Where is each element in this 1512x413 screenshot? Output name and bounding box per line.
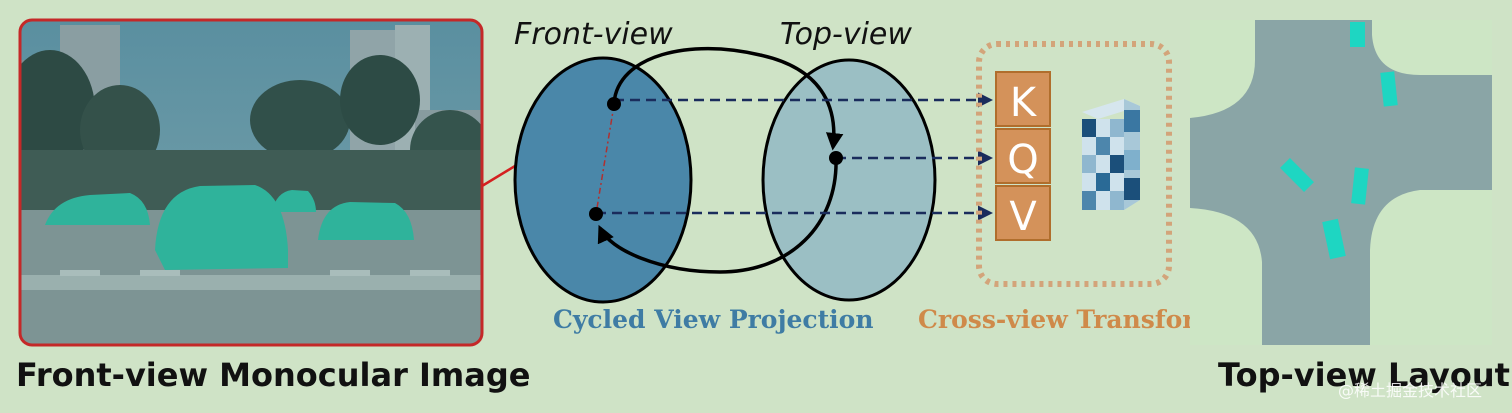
top-view-layout	[1190, 20, 1492, 345]
vehicle-marker-5	[1322, 218, 1346, 260]
watermark: @稀土掘金技术社区	[1338, 381, 1482, 400]
front-point-lower	[589, 207, 603, 221]
feature-cube-icon	[1082, 99, 1140, 210]
top-view-ellipse	[761, 58, 937, 302]
token-q-label: Q	[1007, 137, 1038, 183]
front-view-ellipse	[513, 56, 693, 304]
vehicle-marker-4	[1351, 167, 1369, 205]
cycle-arrow-top	[612, 46, 844, 151]
car-center	[155, 185, 288, 270]
token-v: V	[995, 185, 1051, 241]
front-point-upper	[607, 97, 621, 111]
top-view-title: Top-view	[780, 17, 912, 52]
car-left	[45, 193, 150, 225]
front-view-image-caption: Front-view Monocular Image	[16, 356, 530, 394]
token-k-label: K	[1010, 80, 1038, 126]
token-k: K	[995, 71, 1051, 127]
token-v-label: V	[1009, 194, 1037, 240]
cycled-view-projection-label: Cycled View Projection	[553, 305, 874, 334]
top-view-layout-caption: Top-view Layout	[1218, 356, 1510, 394]
vehicle-marker-3	[1280, 158, 1314, 192]
top-point	[829, 151, 843, 165]
vehicle-marker-1	[1350, 22, 1365, 47]
cycle-arrow-bottom	[597, 157, 838, 274]
car-far	[272, 190, 316, 212]
token-q: Q	[995, 128, 1051, 184]
dashdot-connector	[595, 104, 615, 215]
front-view-title: Front-view	[514, 17, 673, 52]
car-right	[318, 202, 414, 240]
vehicle-marker-2	[1380, 71, 1398, 107]
cross-view-transformer: K Q V	[976, 41, 1172, 287]
front-view-photo	[18, 18, 484, 347]
